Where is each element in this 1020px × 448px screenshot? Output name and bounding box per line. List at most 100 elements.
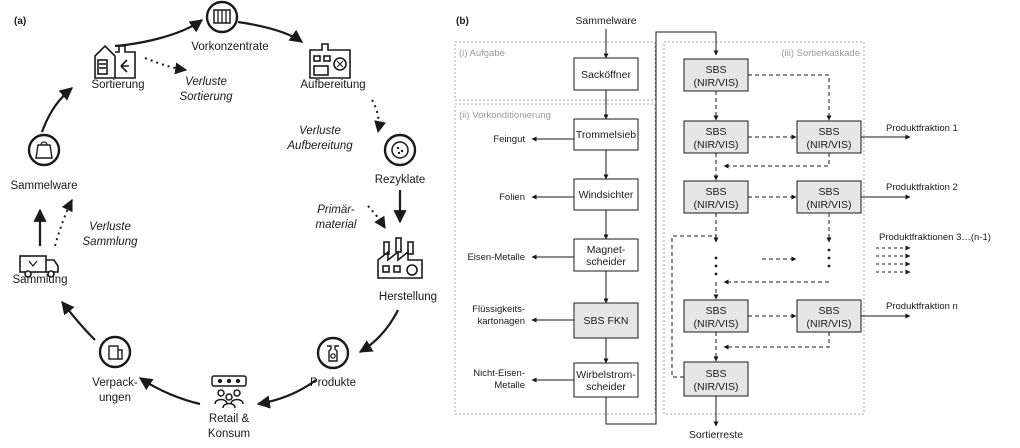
sbs-box-l1: SBS (NIR/VIS) — [683, 58, 749, 92]
region-sortierkaskade-title: (iii) Sortierkaskade — [781, 48, 860, 59]
cascade-ellipsis — [714, 248, 831, 276]
node-herstellung-label: Herstellung — [379, 291, 437, 303]
node-aufbereitung-label: Aufbereitung — [300, 79, 365, 91]
loss-aufbereitung-label-1: Verluste — [299, 125, 341, 137]
windsichter-box — [573, 178, 639, 211]
recyclate-icon — [383, 133, 417, 167]
output-folien: Folien — [499, 192, 525, 203]
sbs-last-line1: SBS — [705, 368, 726, 380]
cascade-dashed-links — [671, 74, 832, 378]
sbs-l3-line2: (NIR/VIS) — [694, 199, 739, 211]
sbs-cascade: SBS (NIR/VIS) SBS (NIR/VIS) SBS (NIR/VIS… — [683, 58, 862, 397]
consumers-icon — [211, 375, 247, 409]
node-vorkonzentrate-label: Vorkonzentrate — [191, 41, 268, 53]
output-label: Sortierreste — [689, 429, 743, 441]
node-sammlung-label: Sammlung — [13, 274, 68, 286]
output-nicht-eisen-2: Metalle — [494, 380, 525, 391]
arc-vorkonzentrate-aufbereitung — [237, 20, 304, 43]
fraction-2-label: Produktfraktion 2 — [886, 182, 958, 193]
sbs-r2-line2: (NIR/VIS) — [807, 139, 852, 151]
region-aufgabe — [454, 41, 656, 101]
node-rezyklate-label: Rezyklate — [375, 174, 426, 186]
fraction-arrows — [861, 134, 911, 319]
primary-material-label-2: material — [316, 219, 357, 231]
sbs-box-l2: SBS (NIR/VIS) — [683, 120, 749, 154]
factory-icon — [377, 237, 423, 279]
side-output-arrows — [531, 136, 574, 383]
magnetscheider-label-2: scheider — [586, 256, 626, 268]
node-sortierung-label: Sortierung — [91, 79, 144, 91]
node-sammelware-label: Sammelware — [10, 180, 77, 192]
sbs-l1-line1: SBS — [705, 64, 726, 76]
loss-sortierung-label-1: Verluste — [185, 76, 227, 88]
cycle-arrows — [33, 19, 407, 409]
sbs-fkn-label: SBS FKN — [584, 315, 629, 327]
loss-sortierung-label-2: Sortierung — [179, 91, 233, 103]
sbs-ln-line1: SBS — [705, 305, 726, 317]
main-flow-lines — [603, 29, 719, 425]
input-label: Sammelware — [575, 15, 636, 27]
fraction-n-label: Produktfraktion n — [886, 301, 958, 312]
fraction-1-label: Produktfraktion 1 — [886, 123, 958, 134]
sbs-box-r3: SBS (NIR/VIS) — [796, 180, 862, 214]
products-icon — [316, 336, 350, 370]
sbs-ln-line2: (NIR/VIS) — [694, 318, 739, 330]
magnetscheider-label-1: Magnet- — [587, 244, 626, 256]
output-feingut: Feingut — [493, 134, 525, 145]
sbs-box-l3: SBS (NIR/VIS) — [683, 180, 749, 214]
node-verpackungen-label-1: Verpack- — [92, 377, 138, 389]
sackoeffner-box — [573, 57, 639, 91]
wirbelstromscheider-box — [573, 362, 639, 398]
panel-a: (a) Sortierung — [10, 0, 437, 440]
processing-plant-icon — [309, 43, 351, 79]
fraction-3-label: Produktfraktionen 3…(n-1) — [879, 232, 991, 243]
primary-material-label-1: Primär- — [317, 204, 355, 216]
node-verpackungen-label-2: ungen — [99, 392, 131, 404]
loss-sammlung-label-1: Verluste — [89, 221, 131, 233]
sbs-r3-line2: (NIR/VIS) — [807, 199, 852, 211]
sbs-box-last: SBS (NIR/VIS) — [683, 361, 749, 397]
wirbelstromscheider-label-2: scheider — [586, 381, 626, 393]
region-frames — [454, 41, 865, 415]
loss-arrow-primaer — [367, 205, 386, 230]
sbs-rn-line1: SBS — [818, 305, 839, 317]
arc-herstellung-produkte — [358, 309, 399, 353]
packaging-icon — [98, 335, 132, 369]
region-vorkonditionierung — [454, 103, 656, 415]
panel-b: (b) (i) Aufgabe (ii) Vorkonditionierung … — [454, 15, 991, 441]
loss-arrow-sortierung — [144, 57, 188, 75]
node-retail-label-2: Konsum — [208, 428, 250, 440]
windsichter-label: Windsichter — [579, 189, 634, 201]
sbs-l3-line1: SBS — [705, 186, 726, 198]
fraction-arrows-dashed — [876, 245, 911, 275]
arc-produkte-retail — [256, 379, 317, 409]
sbs-box-ln: SBS (NIR/VIS) — [683, 299, 749, 333]
arc-retail-verpackungen — [138, 377, 201, 406]
output-fluessig-1: Flüssigkeits- — [472, 304, 525, 315]
collection-truck-icon — [19, 255, 59, 278]
magnetscheider-box — [573, 238, 639, 272]
wirbelstromscheider-label-1: Wirbelstrom- — [576, 369, 636, 381]
node-retail-label-1: Retail & — [209, 413, 250, 425]
loss-arrows — [54, 57, 386, 247]
loss-aufbereitung-label-2: Aufbereitung — [286, 140, 353, 152]
sbs-box-r2: SBS (NIR/VIS) — [796, 120, 862, 154]
region-vorkonditionierung-title: (ii) Vorkonditionierung — [459, 110, 551, 121]
trommelsieb-label: Trommelsieb — [576, 129, 636, 141]
arc-sammelware-sortierung — [40, 87, 74, 133]
sbs-r3-line1: SBS — [818, 186, 839, 198]
loss-arrow-sammlung — [54, 198, 73, 247]
loss-sammlung-label-2: Sammlung — [83, 236, 139, 248]
sbs-box-rn: SBS (NIR/VIS) — [796, 299, 862, 333]
sbs-l1-line2: (NIR/VIS) — [694, 77, 739, 89]
output-nicht-eisen-1: Nicht-Eisen- — [473, 368, 525, 379]
panel-b-label: (b) — [456, 16, 469, 27]
sbs-r2-line1: SBS — [818, 126, 839, 138]
sbs-last-line2: (NIR/VIS) — [694, 381, 739, 393]
output-eisen-metalle: Eisen-Metalle — [467, 252, 525, 263]
node-produkte-label: Produkte — [310, 377, 356, 389]
sbs-l2-line2: (NIR/VIS) — [694, 139, 739, 151]
region-sortierkaskade — [663, 41, 865, 415]
